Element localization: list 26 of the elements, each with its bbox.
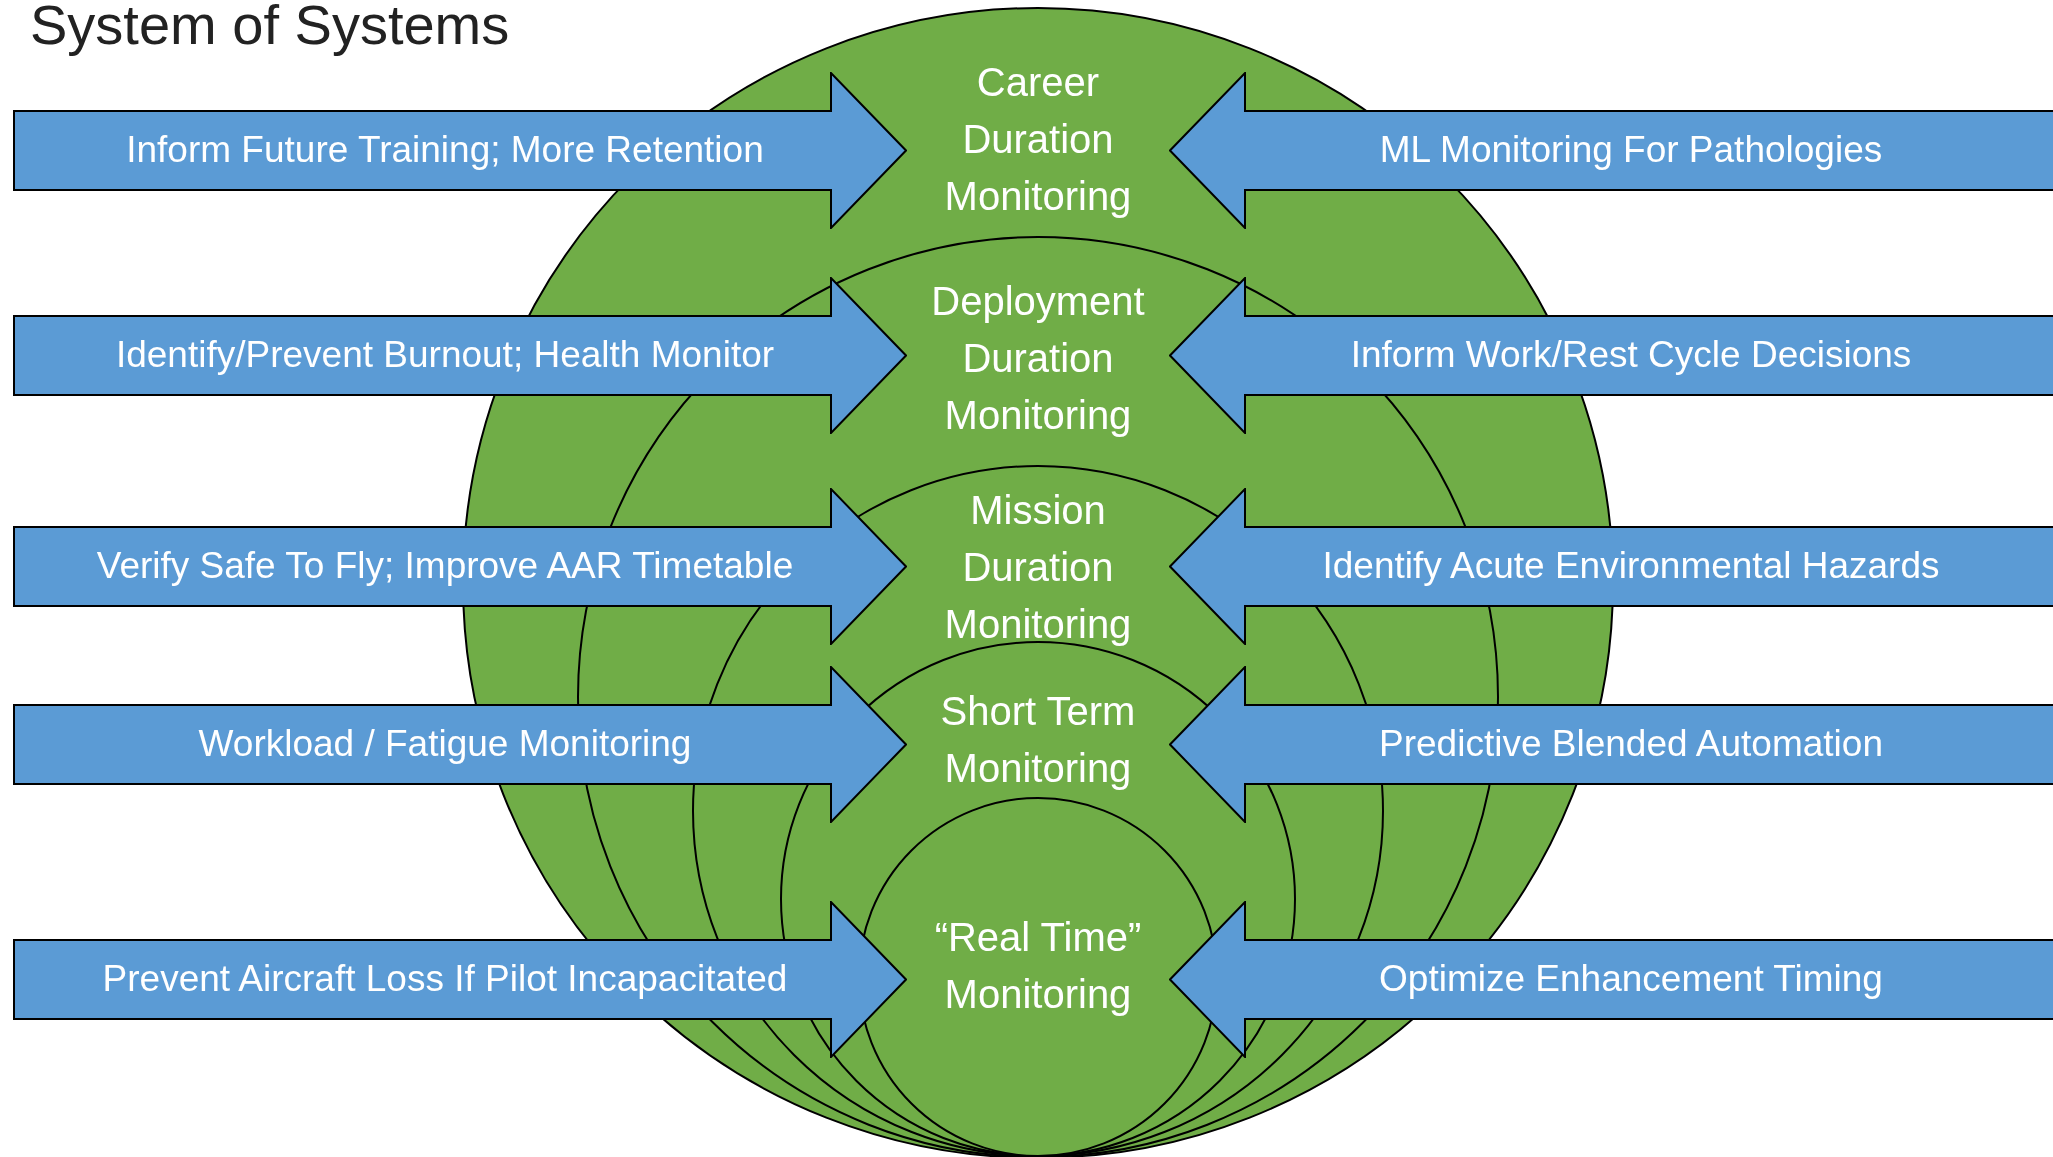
pointed-banner	[13, 900, 907, 1058]
pointed-banner	[1169, 665, 2053, 823]
pointed-banner	[13, 665, 907, 823]
arrow-label: Verify Safe To Fly; Improve AAR Timetable	[95, 544, 795, 588]
pointed-banner	[1169, 71, 2053, 229]
arrow-label: ML Monitoring For Pathologies	[1378, 128, 1884, 172]
arrow-label: Inform Future Training; More Retention	[125, 128, 765, 172]
circle-label: “Real Time” Monitoring	[933, 914, 1143, 1018]
arrow-label: Optimize Enhancement Timing	[1378, 957, 1884, 1001]
circle-label: Mission Duration Monitoring	[943, 487, 1133, 648]
arrow-label: Workload / Fatigue Monitoring	[197, 722, 693, 766]
pointed-banner	[13, 487, 907, 645]
arrow-label: Identify/Prevent Burnout; Health Monitor	[114, 333, 776, 377]
pointed-banner	[13, 276, 907, 434]
arrow-label: Prevent Aircraft Loss If Pilot Incapacitated	[101, 957, 789, 1001]
pointed-banner	[1169, 487, 2053, 645]
circle-label: Short Term Monitoring	[939, 688, 1137, 792]
title: System of Systems	[30, 0, 510, 57]
pointed-banner	[13, 71, 907, 229]
arrow-label: Inform Work/Rest Cycle Decisions	[1349, 333, 1913, 377]
pointed-banner	[1169, 276, 2053, 434]
arrow-label: Identify Acute Environmental Hazards	[1321, 544, 1941, 588]
arrow-label: Predictive Blended Automation	[1378, 722, 1884, 766]
circle-label: Career Duration Monitoring	[943, 59, 1133, 220]
pointed-banner	[1169, 900, 2053, 1058]
circle-label: Deployment Duration Monitoring	[930, 278, 1146, 439]
